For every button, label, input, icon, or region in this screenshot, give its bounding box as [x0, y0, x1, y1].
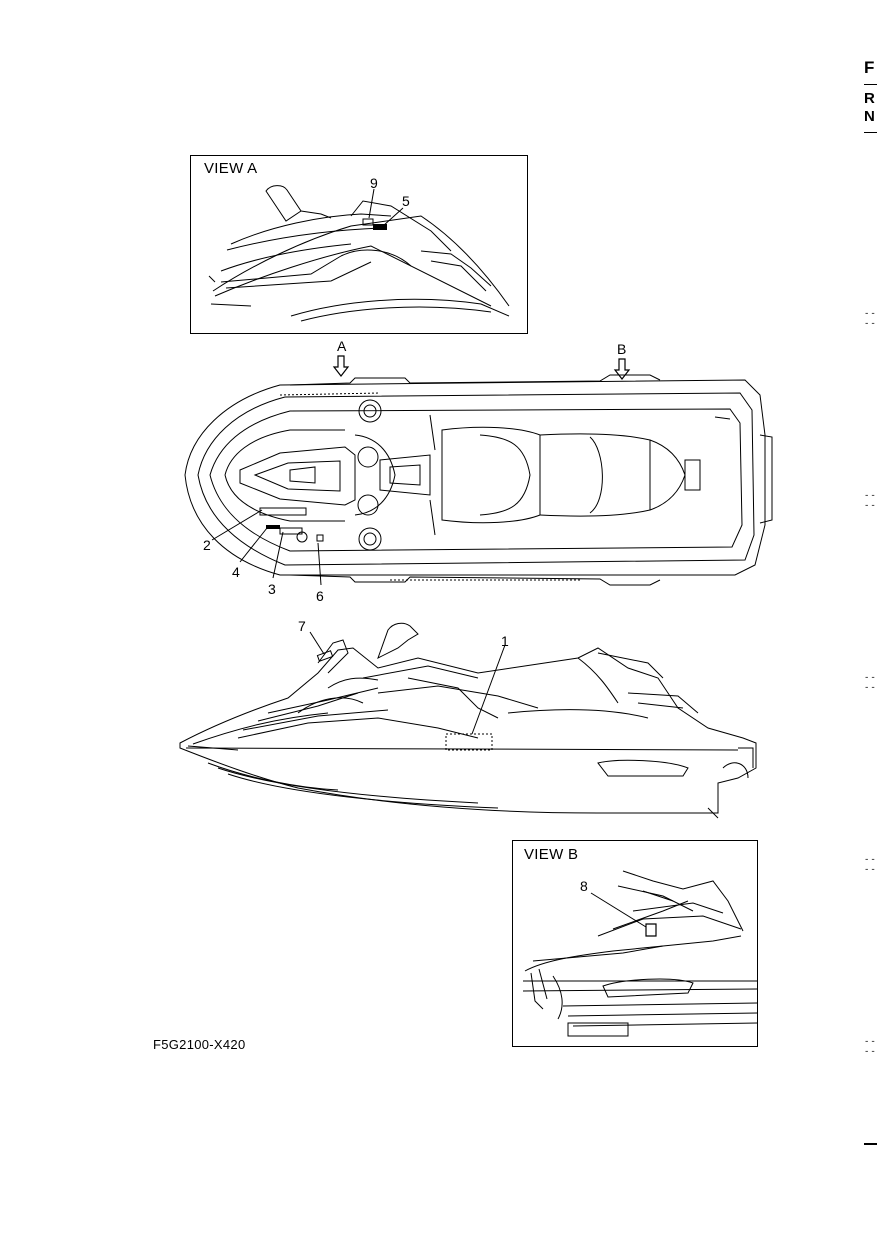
margin-letter-r: R [864, 90, 875, 107]
top-view-callout-2: 2 [203, 537, 211, 553]
margin-rule [864, 132, 877, 133]
top-view-leaders [200, 510, 340, 590]
label-1-marker [446, 734, 492, 750]
margin-dash: ---- [864, 673, 877, 693]
side-view-callout-1: 1 [501, 633, 509, 649]
view-a-label-marker [373, 224, 387, 230]
view-a-title: VIEW A [204, 160, 258, 177]
view-a-frame: VIEW A 9 5 [190, 155, 528, 334]
down-arrow-icon [333, 355, 349, 377]
margin-letter-n: N [864, 108, 875, 125]
view-marker-b: B [617, 341, 627, 357]
top-view-callout-3: 3 [268, 581, 276, 597]
margin-bar [864, 1143, 877, 1145]
view-b-drawing [513, 841, 757, 1046]
margin-dash: ---- [864, 855, 877, 875]
view-a-drawing [191, 156, 527, 333]
side-view-leaders [300, 630, 520, 740]
view-b-title: VIEW B [524, 846, 579, 863]
margin-dash: ---- [864, 1037, 877, 1057]
view-marker-a: A [337, 338, 347, 354]
label-3-marker [280, 528, 302, 534]
margin-rule [864, 84, 877, 85]
figure-code: F5G2100-X420 [153, 1037, 246, 1052]
view-a-label-marker [363, 219, 373, 225]
side-view-callout-7: 7 [298, 618, 306, 634]
top-view-drawing [180, 375, 780, 590]
top-view-callout-4: 4 [232, 564, 240, 580]
top-view-callout-6: 6 [316, 588, 324, 604]
label-4-marker [266, 525, 280, 529]
label-6-marker [317, 535, 323, 541]
view-a-callout-5: 5 [402, 193, 410, 209]
view-b-frame: VIEW B 8 [512, 840, 758, 1047]
margin-dash: ---- [864, 309, 877, 329]
margin-dash: ---- [864, 491, 877, 511]
view-a-callout-9: 9 [370, 175, 378, 191]
side-view-drawing [178, 618, 763, 818]
down-arrow-icon [614, 358, 630, 380]
view-b-callout-8: 8 [580, 878, 588, 894]
label-8-marker [646, 924, 656, 936]
margin-letter-f: F [864, 58, 875, 77]
